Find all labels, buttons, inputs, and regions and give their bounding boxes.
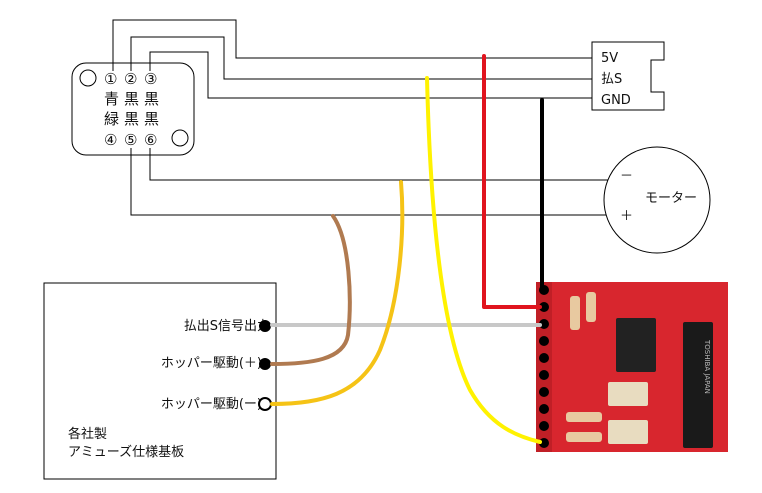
board-title-line2: アミューズ仕様基板	[68, 444, 184, 460]
orange-wire-hopper-minus	[270, 180, 405, 406]
signal-output-label: 払出S信号出力	[184, 319, 270, 334]
terminal-block	[591, 41, 665, 111]
pcb-ic-large	[683, 322, 713, 448]
wire-pin5-motor-plus	[130, 148, 612, 216]
connector-mount-hole-left	[79, 69, 97, 87]
pcb-ic-text: TOSHIBA JAPAN	[703, 339, 711, 394]
pin-6-label: ⑥	[144, 131, 157, 149]
pin-5-label: ⑤	[124, 131, 137, 149]
terminal-gnd-label: GND	[601, 93, 631, 108]
amusement-board-box	[43, 282, 277, 480]
pin-1-label: ①	[104, 70, 117, 88]
pin-5-color: 黒	[124, 110, 139, 128]
motor-minus-label: －	[620, 169, 633, 184]
pin-6-color: 黒	[144, 110, 159, 128]
connector-mount-hole-right	[171, 129, 189, 147]
pcb-optocoupler-1	[608, 382, 648, 406]
colored-wires	[270, 54, 544, 444]
motor-symbol	[603, 146, 711, 254]
wire-pin1-5v	[112, 19, 592, 71]
pin-2-label: ②	[124, 70, 137, 88]
brown-wire-hopper-plus	[270, 214, 352, 366]
pcb-ic-small	[616, 318, 656, 372]
connector-housing	[71, 62, 195, 156]
terminal-signal-output	[259, 320, 271, 332]
pin-1-color: 青	[104, 90, 119, 108]
wire-pin2-pay-signal	[130, 36, 592, 80]
pin-4-label: ④	[104, 131, 117, 149]
motor-label: モーター	[645, 191, 697, 206]
wire-pin6-motor-minus	[149, 148, 612, 181]
pcb-resistor-4	[566, 432, 602, 442]
motor-plus-label: ＋	[620, 209, 633, 224]
pin-4-color: 緑	[104, 110, 119, 128]
pin-3-color: 黒	[144, 90, 159, 108]
terminal-hopper-minus	[258, 397, 272, 411]
yellow-wire-pay-signal	[425, 76, 542, 444]
thin-wires	[112, 19, 612, 216]
pcb-resistor-1	[570, 296, 580, 330]
pcb-optocoupler-2	[608, 420, 648, 444]
pin-3-label: ③	[144, 70, 157, 88]
pcb-resistor-3	[566, 412, 602, 422]
wire-pin3-gnd	[149, 51, 592, 99]
pin-2-color: 黒	[124, 90, 139, 108]
board-title-line1: 各社製	[68, 426, 107, 442]
terminal-hopper-plus	[259, 358, 271, 370]
hopper-plus-label: ホッパー駆動(＋)	[161, 356, 262, 371]
red-wire-5v	[482, 54, 542, 309]
terminal-5v-label: 5V	[601, 51, 618, 66]
terminal-pay-signal-label: 払S	[601, 72, 622, 87]
pcb-resistor-2	[586, 292, 596, 322]
hopper-minus-label: ホッパー駆動(ー)	[161, 397, 262, 412]
